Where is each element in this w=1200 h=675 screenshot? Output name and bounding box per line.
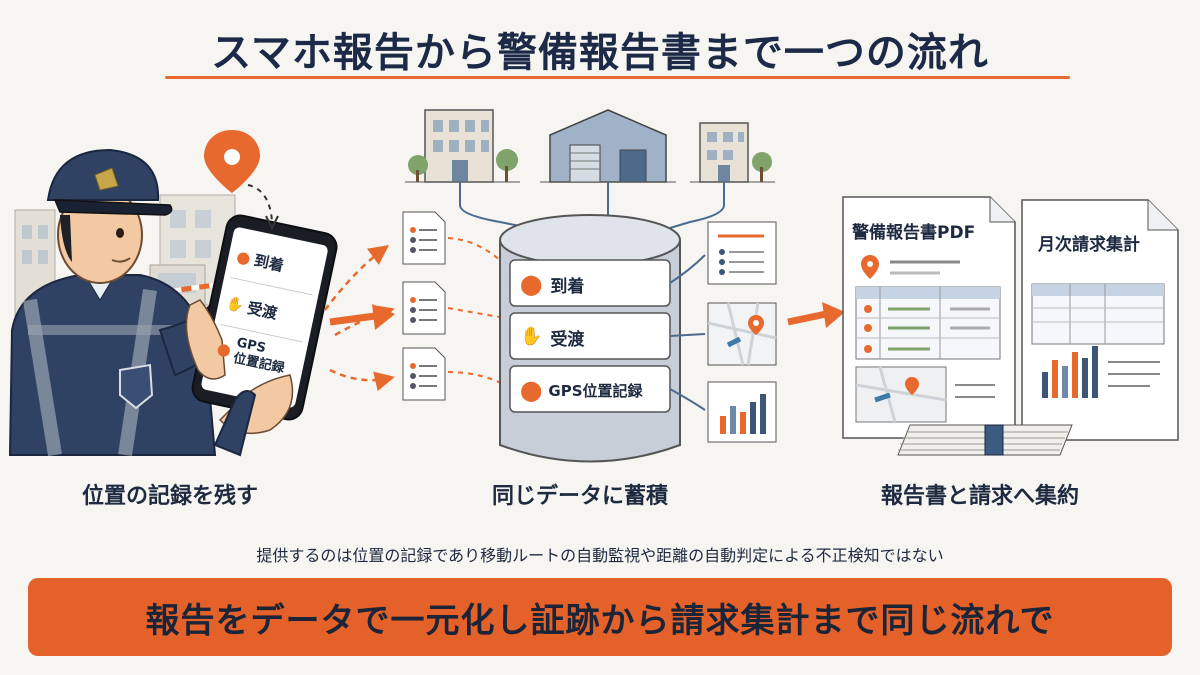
db-row-label: GPS位置記録 [548, 381, 643, 400]
phone-item-handover[interactable]: ✋ 受渡 [225, 293, 280, 324]
output-icons [669, 221, 777, 443]
pin-icon: ● [215, 338, 233, 360]
pin-icon: ⬤ [520, 272, 543, 296]
summary-banner: 報告をデータで一元化し証跡から請求集計まで同じ流れで [28, 578, 1172, 656]
building-icons [405, 109, 775, 229]
db-row-panel [509, 259, 671, 413]
bar-chart-card-icon [707, 381, 777, 443]
flow-illustration [8, 109, 1179, 463]
caption-aggregate-reports: 報告書と請求へ集約 [880, 484, 1079, 509]
phone-item-label: 到着 [252, 251, 286, 276]
left-scene [8, 130, 338, 457]
phone-item-arrival[interactable]: ● 到着 [235, 246, 286, 277]
database-cylinder [499, 214, 681, 463]
main-arrow-left [329, 312, 376, 326]
phone-item-gps[interactable]: ● GPS 位置記録 [214, 332, 289, 378]
report-pdf-title: 警備報告書PDF [852, 223, 976, 243]
apartment-building-icon [690, 122, 775, 183]
map-card-icon [707, 302, 777, 366]
billing-title: 月次請求集計 [1038, 235, 1140, 255]
warehouse-icon [540, 109, 676, 183]
paper-stack-icon [897, 424, 1073, 456]
smartphone [191, 214, 338, 421]
main-arrowhead-left [372, 304, 395, 330]
title-underline [165, 76, 1070, 79]
small-document-icons [402, 211, 506, 401]
pin-icon: ● [234, 246, 253, 269]
handshake-icon: ✋ [520, 326, 543, 347]
phone-item-label: 受渡 [245, 298, 279, 323]
location-pin-icon [204, 130, 279, 231]
page-title: スマホ報告から警備報告書まで一つの流れ [211, 30, 989, 76]
report-document [842, 196, 1016, 439]
list-card-icon [707, 221, 777, 285]
db-row-gps: ⬤ GPS位置記録 [520, 376, 668, 404]
caption-accumulate-data: 同じデータに蓄積 [491, 484, 668, 509]
main-arrowhead-right [822, 302, 845, 328]
pin-icon: ⬤ [520, 378, 543, 402]
banner-text: 報告をデータで一元化し証跡から請求集計まで同じ流れで [145, 600, 1055, 641]
main-arrow-right [787, 310, 827, 326]
security-guard-icon [8, 148, 237, 457]
billing-document [1021, 199, 1179, 441]
hand-icon [185, 299, 294, 457]
db-row-label: 受渡 [550, 329, 585, 350]
db-row-label: 到着 [550, 276, 585, 297]
db-row-handover: ✋ 受渡 [520, 323, 665, 351]
handshake-icon: ✋ [225, 294, 246, 315]
disclaimer-text: 提供するのは位置の記録であり移動ルートの自動監視や距離の自動判定による不正検知で… [256, 546, 944, 565]
caption-record-location: 位置の記録を残す [81, 484, 258, 509]
office-building-icon [405, 109, 520, 183]
db-row-arrival: ⬤ 到着 [520, 270, 665, 298]
